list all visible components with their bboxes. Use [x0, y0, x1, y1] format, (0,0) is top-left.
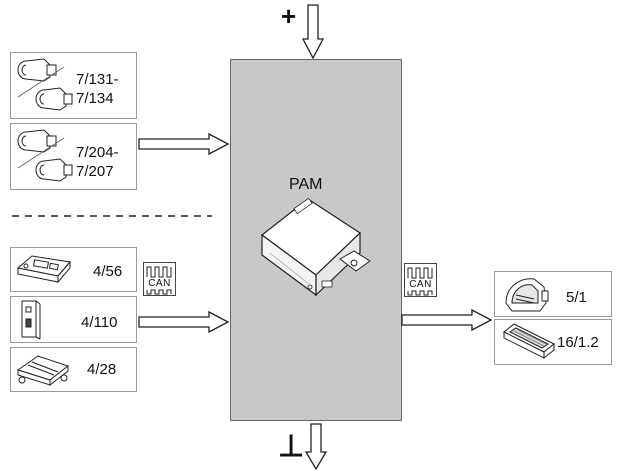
component-4-56-label: 4/56	[93, 263, 123, 280]
sensor-group-2-label-line1: 7/204-	[76, 144, 119, 161]
can-signal-icon	[146, 266, 172, 278]
parking-sensor-icon	[17, 129, 73, 182]
component-4-28-label: 4/28	[87, 361, 117, 378]
dashed-separator	[12, 215, 212, 217]
parking-sensor-icon	[17, 58, 73, 111]
ground-symbol: ⊥	[278, 430, 305, 463]
can-output-arrow	[401, 308, 493, 332]
module-icon	[16, 355, 70, 387]
sensor-input-arrow	[138, 132, 230, 156]
ground-arrow	[304, 423, 328, 471]
output-5-1-label: 5/1	[566, 289, 587, 306]
output-16-1-2-label: 16/1.2	[557, 334, 599, 351]
speaker-icon	[503, 323, 555, 360]
can-signal-icon	[407, 290, 433, 296]
sensor-group-2-label-line2: 7/207	[76, 163, 114, 180]
can-bus-badge-right: CAN	[404, 263, 437, 297]
can-bus-badge-left: CAN	[143, 262, 176, 296]
power-in-arrow	[301, 4, 325, 60]
display-icon	[505, 278, 549, 312]
module-name: PAM	[289, 176, 323, 193]
can-signal-icon	[146, 289, 172, 295]
component-4-110-label: 4/110	[81, 314, 118, 331]
switch-icon	[21, 300, 41, 340]
can-label-left: CAN	[148, 278, 171, 289]
can-signal-icon	[407, 267, 433, 279]
sensor-group-1-label-line1: 7/131-	[76, 71, 119, 88]
control-module-icon	[16, 255, 71, 284]
positive-supply-symbol: +	[281, 1, 297, 31]
pam-unit-icon	[261, 197, 371, 297]
can-label-right: CAN	[409, 279, 432, 290]
can-input-arrow	[138, 310, 230, 334]
sensor-group-1-label-line2: 7/134	[76, 90, 114, 107]
